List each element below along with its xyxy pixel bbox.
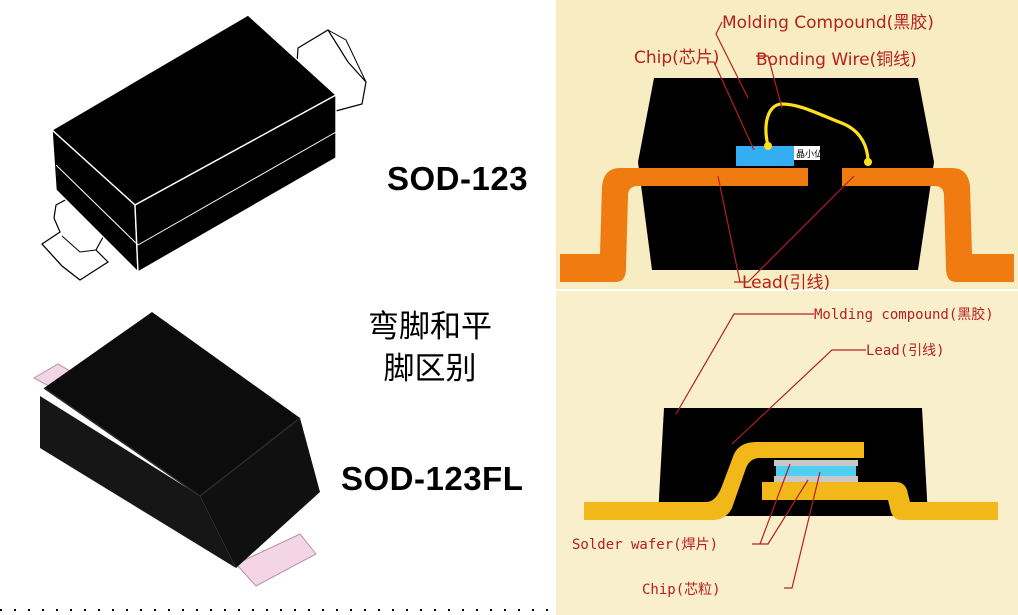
top-label-bonding-wire: Bonding Wire(铜线) <box>756 50 917 70</box>
panel-divider <box>556 289 1018 291</box>
top-callout-lines <box>708 21 855 283</box>
bottom-solder-wafer-bottom <box>774 476 858 482</box>
comparison-caption: 弯脚和平 脚区别 <box>355 306 505 390</box>
caption-line-1: 弯脚和平 <box>368 309 492 345</box>
sod123fl-body-front <box>40 396 236 568</box>
sod123fl-label: SOD-123FL <box>341 460 524 497</box>
top-bonding-wire <box>764 102 870 163</box>
sod123-package-drawing <box>41 14 367 281</box>
top-chip <box>736 146 794 166</box>
bottom-label-molding-compound: Molding compound(黑胶) <box>814 306 994 323</box>
bottom-label-chip: Chip(芯粒) <box>642 582 721 598</box>
sod123fl-package-drawing <box>32 312 320 587</box>
bottom-chip <box>776 466 856 476</box>
caption-line-2: 脚区别 <box>383 351 477 387</box>
top-left-lead <box>560 168 808 282</box>
top-label-lead: Lead(引线) <box>742 273 830 290</box>
sod123fl-body-top <box>44 312 300 496</box>
bottom-right-lead <box>762 482 998 520</box>
top-label-molding-compound: Molding Compound(黑胶) <box>722 13 934 33</box>
sod123-label: SOD-123 <box>387 160 529 197</box>
bottom-left-lead <box>584 442 864 520</box>
bottom-label-solder-wafer: Solder wafer(焊片) <box>572 537 718 553</box>
bottom-dotted-edge <box>0 609 556 611</box>
bottom-solder-wafer-top <box>774 460 858 466</box>
top-right-lead <box>842 168 1014 282</box>
top-label-chip: Chip(芯片) <box>634 48 719 68</box>
sod123fl-body-side <box>200 418 320 568</box>
sod123-cross-section: 晶小仏 Molding Compound(黑胶) Chip(芯片) Bondin… <box>560 13 1014 290</box>
bottom-callout-lines <box>675 313 866 589</box>
bottom-label-lead: Lead(引线) <box>866 343 945 359</box>
sod123fl-cross-section: Molding compound(黑胶) Lead(引线) Solder waf… <box>572 306 998 598</box>
sod123-body-side <box>134 93 337 274</box>
top-chip-tag: 晶小仏 <box>796 149 823 160</box>
sod123fl-right-lead <box>235 533 317 587</box>
